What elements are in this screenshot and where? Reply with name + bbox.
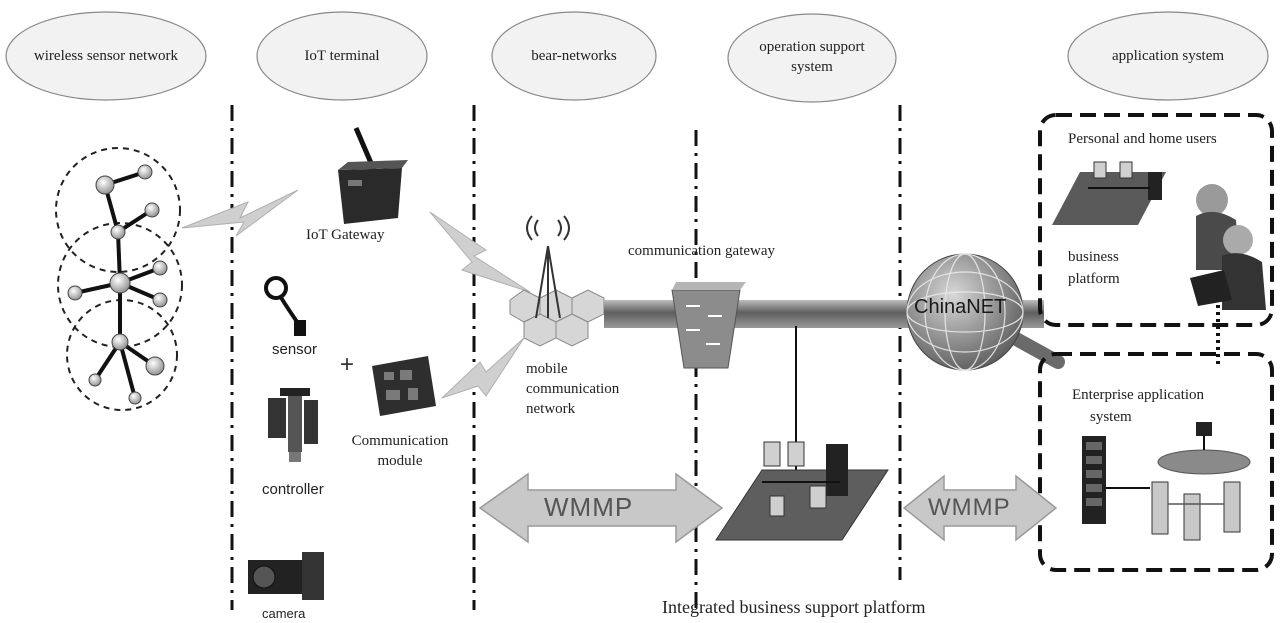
label-communication-module-line2: module [377,453,423,469]
wmmp-arrow-left [478,472,724,544]
label-camera: camera [262,606,306,621]
header-bear-networks: bear-networks [531,48,617,64]
wireless-sensor-network [55,147,183,411]
operation-platform [715,441,889,541]
communication-module-device [372,356,436,416]
iot-gateway-device [338,127,408,224]
label-communication-gateway: communication gateway [628,243,776,259]
sensor-device [264,276,306,336]
header-iot-terminal: IoT terminal [304,48,380,64]
label-iot-gateway: IoT Gateway [306,227,385,243]
label-mobile-network-line1: mobile [526,361,568,377]
label-business-platform-line1: business [1068,249,1119,265]
lightning-wsn-gateway [181,189,299,237]
personal-users-illustration [1052,161,1266,310]
label-enterprise-line2: system [1090,409,1132,425]
header-operation-support-line1: operation support [759,39,865,55]
controller-device [268,388,318,462]
layer-separators [230,105,902,610]
sensor-cluster-middle [57,222,183,348]
header-ellipse-application-system [1067,11,1269,101]
communication-gateway-device [671,282,746,369]
label-communication-module-line1: Communication [351,433,449,449]
label-mobile-network-line2: communication [526,381,620,397]
header-wireless-sensor-network: wireless sensor network [33,48,179,64]
header-ellipse-bear-networks [491,11,657,101]
enterprise-illustration [1082,422,1251,541]
label-controller: controller [262,481,324,498]
label-personal-home-users: Personal and home users [1068,131,1217,147]
header-operation-support-line2: system [791,59,833,75]
layer-headers [5,11,1269,103]
label-business-platform-line2: platform [1068,271,1120,287]
sensor-cluster-top [55,147,181,273]
header-ellipse-wsn [5,11,207,101]
chinanet-globe [906,253,1065,371]
label-integrated-platform: Integrated business support platform [662,597,926,617]
label-sensor: sensor [272,341,318,358]
label-enterprise-line1: Enterprise application [1072,387,1205,403]
label-chinanet: ChinaNET [914,296,1007,318]
label-wmmp-left: WMMP [544,492,634,522]
header-ellipse-iot-terminal [256,11,428,101]
mobile-tower [509,215,605,347]
lightning-module-tower [441,337,525,399]
wmmp-arrow-right [902,474,1058,542]
enterprise-system-box [1038,352,1274,572]
label-mobile-network-line3: network [526,401,576,417]
personal-users-box [1038,113,1274,327]
label-wmmp-right: WMMP [928,494,1011,521]
label-plus: + [340,351,355,378]
header-ellipse-operation-support [727,13,897,103]
header-application-system: application system [1111,48,1225,64]
network-backbone [604,300,924,328]
lightning-gateway-tower [429,211,531,293]
camera-device [248,552,324,600]
